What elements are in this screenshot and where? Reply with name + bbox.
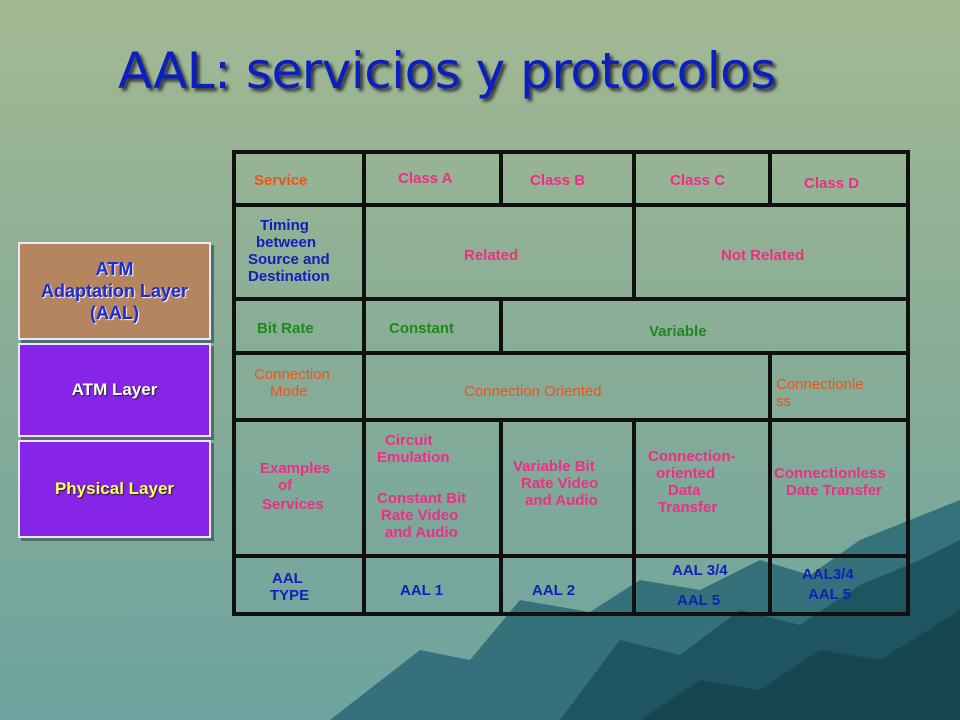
examples-label-line: Services bbox=[262, 496, 324, 513]
aal-layer-box: ATM Adaptation Layer (AAL) bbox=[18, 242, 211, 340]
table-rule bbox=[362, 150, 366, 203]
example-line: Connection- bbox=[648, 448, 736, 465]
timing-label: Timing between Source and Destination bbox=[248, 217, 330, 285]
header-class-d: Class D bbox=[804, 175, 860, 192]
table-rule bbox=[499, 150, 503, 203]
aal-type-class-c-34: AAL 3/4 bbox=[672, 562, 728, 579]
table-rule bbox=[362, 351, 366, 418]
header-class-b: Class B bbox=[530, 172, 586, 189]
mode-connection-oriented: Connection Oriented bbox=[464, 383, 602, 400]
aal-type-label-line: TYPE bbox=[270, 587, 310, 604]
example-line: Data bbox=[668, 482, 701, 499]
timing-related: Related bbox=[464, 247, 519, 264]
bitrate-constant: Constant bbox=[389, 320, 454, 337]
physical-layer-label: Physical Layer bbox=[54, 479, 175, 498]
table-rule bbox=[906, 150, 910, 616]
example-class-a-circuit: Circuit Emulation bbox=[377, 432, 450, 466]
physical-layer-box: Physical Layer bbox=[18, 440, 211, 538]
mode-connectionless-line: Connectionle bbox=[776, 376, 864, 393]
header-class-a: Class A bbox=[398, 170, 453, 187]
page-title: AAL: servicios y protocolos bbox=[118, 42, 776, 100]
example-line: Variable Bit bbox=[513, 458, 595, 475]
example-class-a-cbr: Constant Bit Rate Video and Audio bbox=[377, 490, 466, 541]
header-service: Service bbox=[254, 172, 308, 189]
example-class-b: Variable Bit Rate Video and Audio bbox=[513, 458, 598, 509]
aal-type-class-a: AAL 1 bbox=[400, 582, 444, 599]
table-rule bbox=[362, 297, 366, 351]
example-line: Circuit bbox=[385, 432, 433, 449]
aal-layer-line1: ATM bbox=[95, 259, 134, 279]
timing-label-line: Source and bbox=[248, 251, 330, 268]
examples-label-line: Examples bbox=[260, 460, 331, 477]
example-line: and Audio bbox=[525, 492, 598, 509]
timing-label-line: between bbox=[256, 234, 317, 251]
bitrate-label: Bit Rate bbox=[257, 320, 314, 337]
aal-layer-line2: Adaptation Layer bbox=[40, 281, 189, 301]
table-rule bbox=[362, 203, 366, 297]
atm-layer-label: ATM Layer bbox=[71, 380, 158, 399]
table-rule bbox=[632, 150, 636, 203]
table-rule bbox=[768, 418, 772, 554]
example-line: oriented bbox=[656, 465, 716, 482]
examples-label-line: of bbox=[278, 477, 293, 494]
timing-not-related: Not Related bbox=[721, 247, 805, 264]
aal-type-class-c-5: AAL 5 bbox=[677, 592, 721, 609]
table-rule bbox=[499, 297, 503, 351]
mode-label-line: Mode bbox=[270, 383, 308, 400]
table-rule bbox=[232, 297, 910, 301]
table-rule bbox=[499, 554, 503, 616]
aal-layer-line3: (AAL) bbox=[90, 303, 139, 323]
example-line: Constant Bit bbox=[377, 490, 467, 507]
table-rule bbox=[632, 554, 636, 616]
aal-type-label: AAL TYPE bbox=[270, 570, 309, 604]
examples-label: Examples of Services bbox=[260, 460, 330, 513]
timing-label-line: Destination bbox=[248, 268, 330, 285]
mode-connectionless-line: ss bbox=[776, 393, 791, 410]
table-rule bbox=[768, 554, 772, 616]
table-rule bbox=[232, 203, 910, 207]
example-line: Connectionless bbox=[774, 465, 886, 482]
table-rule bbox=[232, 554, 910, 558]
example-line: Rate Video bbox=[381, 507, 459, 524]
table-rule bbox=[768, 351, 772, 418]
table-rule bbox=[232, 150, 236, 616]
table-rule bbox=[632, 203, 636, 297]
example-line: Date Transfer bbox=[786, 482, 882, 499]
mode-label: Connection Mode bbox=[254, 366, 330, 400]
aal-services-table: Service Class A Class B Class C Class D … bbox=[232, 150, 910, 616]
table-rule bbox=[232, 612, 910, 616]
aal-type-class-d-5: AAL 5 bbox=[808, 586, 852, 603]
mode-connectionless: Connectionle ss bbox=[776, 376, 864, 410]
aal-type-class-d-34: AAL3/4 bbox=[802, 566, 854, 583]
example-line: Transfer bbox=[658, 499, 718, 516]
header-class-c: Class C bbox=[670, 172, 726, 189]
example-line: Rate Video bbox=[521, 475, 599, 492]
example-line: and Audio bbox=[385, 524, 458, 541]
table-rule bbox=[362, 554, 366, 616]
aal-type-class-b: AAL 2 bbox=[532, 582, 576, 599]
table-rule bbox=[232, 418, 910, 422]
table-rule bbox=[362, 418, 366, 554]
table-rule bbox=[232, 150, 910, 154]
example-line: Emulation bbox=[377, 449, 450, 466]
mode-label-line: Connection bbox=[254, 366, 330, 383]
table-rule bbox=[232, 351, 910, 355]
table-rule bbox=[499, 418, 503, 554]
table-rule bbox=[768, 150, 772, 203]
table-rule bbox=[632, 418, 636, 554]
aal-type-label-line: AAL bbox=[272, 570, 303, 587]
atm-layer-box: ATM Layer bbox=[18, 343, 211, 437]
timing-label-line: Timing bbox=[260, 217, 309, 234]
example-class-d: Connectionless Date Transfer bbox=[774, 465, 886, 499]
example-class-c: Connection- oriented Data Transfer bbox=[648, 448, 736, 516]
bitrate-variable: Variable bbox=[649, 323, 707, 340]
